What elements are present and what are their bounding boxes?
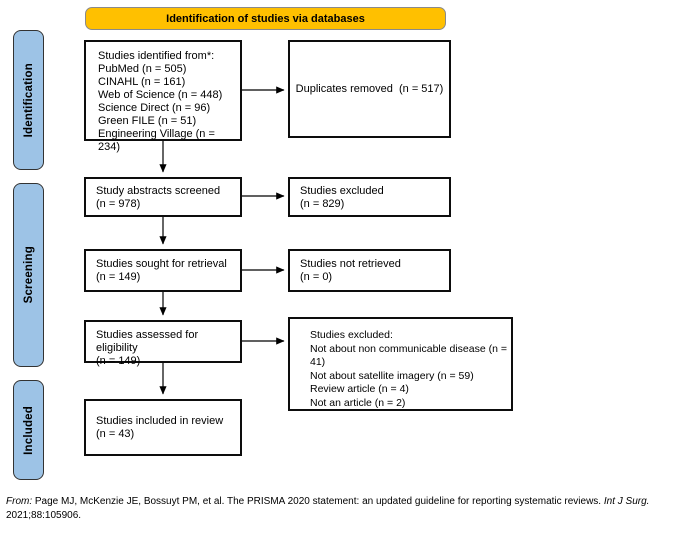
box-duplicates-removed: Duplicates removed (n = 517) — [288, 40, 451, 138]
box-studies-excluded-screening: Studies excluded (n = 829) — [288, 177, 451, 217]
excluded-reason-ncd: Not about non communicable disease (n = … — [310, 342, 507, 369]
excluded-reason-review: Review article (n = 4) — [310, 383, 409, 395]
citation-line2: 2021;88:105906. — [6, 510, 82, 521]
box-assessed-for-eligibility: Studies assessed for eligibility (n = 14… — [84, 320, 242, 367]
abstracts-screened-text: Study abstracts screened — [96, 185, 221, 197]
box-studies-included: Studies included in review (n = 43) — [84, 399, 242, 456]
not-retrieved-count: (n = 0) — [300, 271, 333, 283]
stage-label-screening-text: Screening — [22, 246, 35, 304]
identified-title: Studies identified from*: — [98, 50, 215, 62]
duplicates-removed-text: Duplicates removed (n = 517) — [295, 82, 444, 95]
citation-from-label: From: — [6, 496, 33, 507]
eligibility-text: Studies assessed for eligibility — [96, 329, 199, 354]
stage-label-screening: Screening — [13, 183, 44, 367]
identified-engineering-village: Engineering Village (n = 234) — [98, 128, 215, 153]
box-not-retrieved: Studies not retrieved (n = 0) — [288, 249, 451, 292]
included-text: Studies included in review — [96, 415, 224, 427]
included-count: (n = 43) — [96, 428, 135, 440]
banner-identification-via-databases: Identification of studies via databases — [85, 7, 446, 30]
box-studies-excluded-eligibility: Studies excluded: Not about non communic… — [288, 317, 513, 411]
identified-science-direct: Science Direct (n = 96) — [98, 102, 211, 114]
sought-retrieval-text: Studies sought for retrieval — [96, 258, 227, 270]
eligibility-count: (n = 149) — [96, 355, 141, 367]
excluded-reason-satellite: Not about satellite imagery (n = 59) — [310, 369, 474, 382]
citation-text: Page MJ, McKenzie JE, Bossuyt PM, et al.… — [32, 496, 604, 507]
stage-label-included: Included — [13, 380, 44, 480]
stage-label-identification: Identification — [13, 30, 44, 170]
studies-excluded-text: Studies excluded — [300, 185, 384, 197]
box-abstracts-screened: Study abstracts screened (n = 978) — [84, 177, 242, 217]
studies-excluded-count: (n = 829) — [300, 198, 345, 210]
stage-label-included-text: Included — [22, 405, 35, 455]
sought-retrieval-count: (n = 149) — [96, 271, 141, 283]
not-retrieved-text: Studies not retrieved — [300, 258, 401, 270]
identified-green-file: Green FILE (n = 51) — [98, 115, 197, 127]
identified-pubmed: PubMed (n = 505) — [98, 63, 187, 75]
identified-cinahl: CINAHL (n = 161) — [98, 76, 186, 88]
stage-label-identification-text: Identification — [22, 62, 35, 138]
excluded-reason-not-article: Not an article (n = 2) — [310, 396, 406, 409]
citation-journal: Int J Surg. — [603, 496, 650, 507]
citation: From: Page MJ, McKenzie JE, Bossuyt PM, … — [6, 495, 682, 523]
excluded-title: Studies excluded: — [310, 329, 393, 341]
identified-web-of-science: Web of Science (n = 448) — [98, 89, 223, 101]
box-studies-identified: Studies identified from*: PubMed (n = 50… — [84, 40, 242, 153]
abstracts-screened-count: (n = 978) — [96, 198, 141, 210]
box-sought-for-retrieval: Studies sought for retrieval (n = 149) — [84, 249, 242, 292]
